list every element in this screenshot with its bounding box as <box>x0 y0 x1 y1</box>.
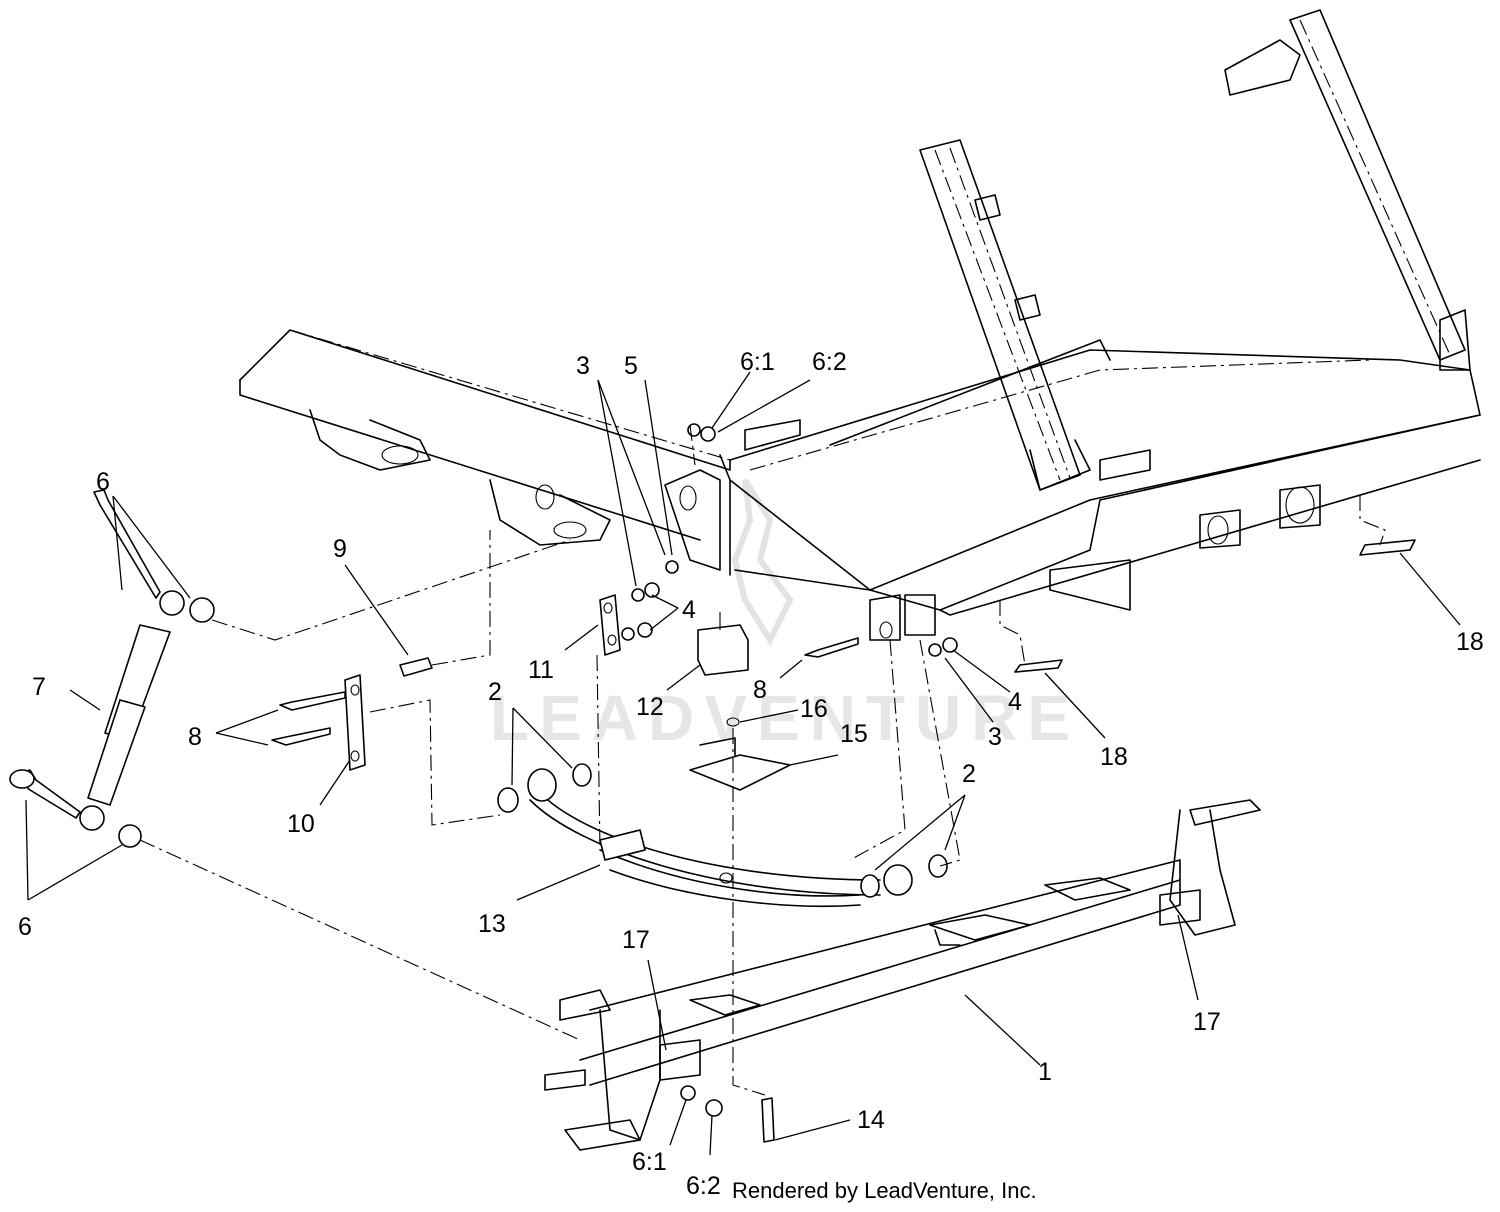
hardware <box>621 423 1416 1143</box>
callout-3-top: 3 <box>576 352 590 380</box>
callout-4-center: 4 <box>682 596 696 624</box>
callout-2-left: 2 <box>488 678 502 706</box>
callout-6-2-bottom: 6:2 <box>686 1172 721 1200</box>
callout-18-center: 18 <box>1100 743 1128 771</box>
callout-6-1-bottom: 6:1 <box>632 1148 667 1176</box>
callout-2-right: 2 <box>962 760 976 788</box>
watermark-logo: LEADVENTURE <box>490 478 1080 754</box>
callout-13: 13 <box>478 910 506 938</box>
callout-3-right: 3 <box>988 723 1002 751</box>
callout-8-right: 8 <box>753 676 767 704</box>
callout-6-bottom: 6 <box>18 913 32 941</box>
shock-absorber <box>9 489 215 848</box>
main-frame <box>239 9 1481 641</box>
leaf-spring <box>497 763 948 908</box>
render-credit: Rendered by LeadVenture, Inc. <box>732 1178 1037 1203</box>
assembly-lines <box>139 424 1386 1096</box>
callout-10: 10 <box>287 810 315 838</box>
watermark-text: LEADVENTURE <box>490 682 1080 754</box>
callout-6-2-top: 6:2 <box>812 348 847 376</box>
callout-6-top: 6 <box>96 468 110 496</box>
callout-9: 9 <box>333 535 347 563</box>
callout-8-left: 8 <box>188 723 202 751</box>
leader-lines <box>25 371 1461 1156</box>
callout-6-1-top: 6:1 <box>740 348 775 376</box>
callout-11: 11 <box>528 656 554 684</box>
front-axle <box>544 799 1261 1151</box>
callout-1: 1 <box>1038 1058 1052 1086</box>
callout-18-right: 18 <box>1456 628 1484 656</box>
callouts: 1 2 2 3 3 4 4 5 6 6 6:1 6:2 6:1 6:2 7 8 … <box>18 348 1484 1200</box>
callout-17-right: 17 <box>1193 1008 1221 1036</box>
bumper <box>697 612 749 676</box>
callout-15: 15 <box>840 720 868 748</box>
callout-5: 5 <box>624 352 638 380</box>
callout-7: 7 <box>32 673 46 701</box>
shackles <box>271 594 859 771</box>
callout-4-right: 4 <box>1008 688 1022 716</box>
callout-16: 16 <box>800 695 828 723</box>
callout-14: 14 <box>857 1106 885 1134</box>
callout-17-left: 17 <box>622 926 650 954</box>
callout-12: 12 <box>636 693 664 721</box>
